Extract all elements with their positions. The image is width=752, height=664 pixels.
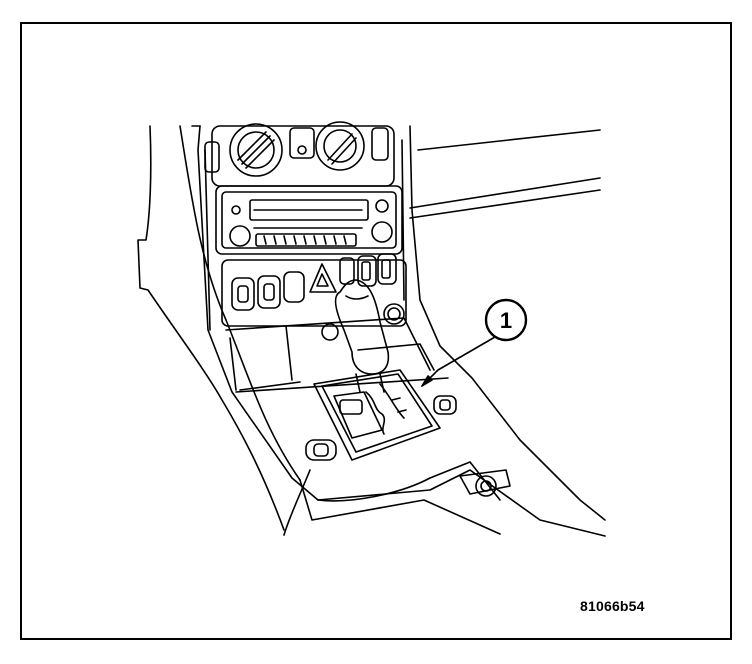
figure-id: 81066b54 [580,598,645,614]
dashboard-lines [409,129,601,219]
callout-circle [484,298,528,342]
figure-frame [20,22,732,640]
shift-gate [313,369,441,461]
console-left-switch [305,439,337,461]
shifter-side-switch [433,395,457,415]
console-lower [225,317,435,391]
radio-unit [215,185,403,255]
switch-bank [221,253,407,327]
callout-arrowhead [421,375,433,387]
hazard-icon [309,263,337,293]
vent-panel [204,121,395,187]
center-stack [197,125,606,537]
callout-label: 1 [500,308,512,333]
armrest [299,461,511,535]
side-panel [137,125,311,536]
gear-shift-icon [334,279,390,393]
